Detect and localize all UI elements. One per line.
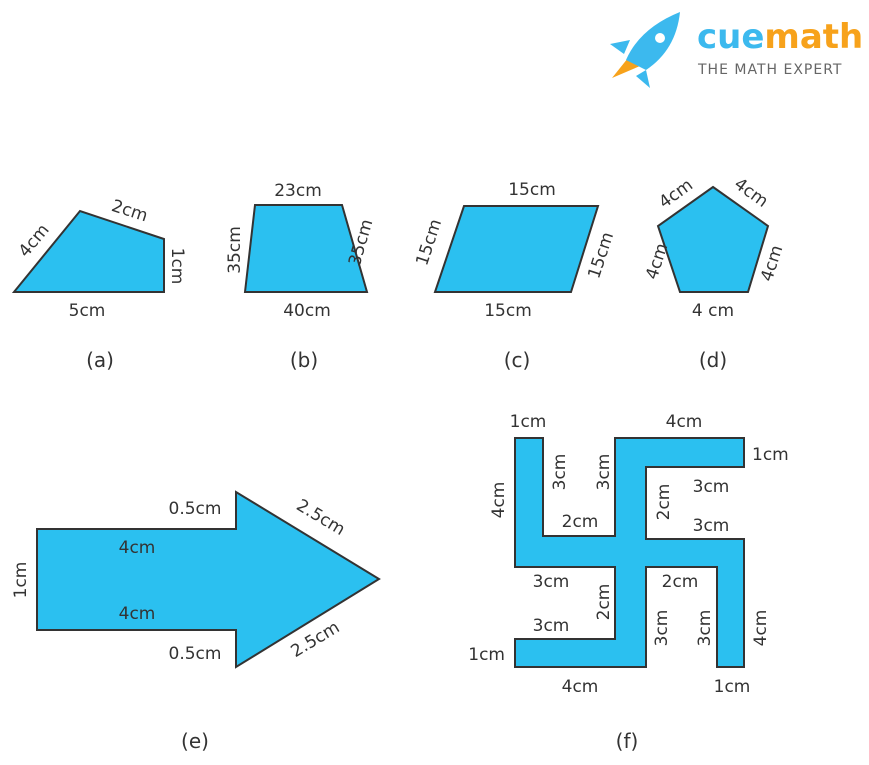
figure-d-shape bbox=[656, 185, 770, 293]
figure-c-shape bbox=[433, 205, 600, 293]
figure-e-shape bbox=[36, 490, 381, 669]
figure-b-label-bottom: 40cm bbox=[283, 301, 331, 321]
brand-cue: cue bbox=[697, 17, 764, 57]
brand-tagline: THE MATH EXPERT bbox=[697, 62, 842, 78]
svg-text:cuemath: cuemath bbox=[697, 17, 863, 57]
figure-f-label-3: 1cm bbox=[752, 445, 789, 465]
figure-f-caption: (f) bbox=[616, 729, 639, 753]
figure-f-label-2: 4cm bbox=[666, 412, 703, 432]
figure-e-label-shaft-bottom: 4cm bbox=[119, 604, 156, 624]
cuemath-logo: cuemath THE MATH EXPERT bbox=[610, 12, 863, 88]
figure-b-shape bbox=[243, 204, 369, 293]
figure-f-label-15: 3cm bbox=[652, 610, 672, 647]
figure-f-shape bbox=[514, 437, 745, 668]
figure-f: 1cm 4cm 1cm 4cm 3cm 3cm 3cm 2cm 2cm 3cm … bbox=[468, 412, 788, 753]
figure-f-label-1: 1cm bbox=[510, 412, 547, 432]
figure-c-caption: (c) bbox=[504, 348, 531, 372]
figure-d-caption: (d) bbox=[699, 348, 727, 372]
figure-f-label-9: 2cm bbox=[562, 512, 599, 532]
brand-math: math bbox=[764, 17, 863, 57]
figure-f-label-4: 4cm bbox=[489, 482, 509, 519]
figure-e-caption: (e) bbox=[181, 729, 209, 753]
figure-d-label-left: 4cm bbox=[642, 241, 672, 282]
figure-a-label-bottom: 5cm bbox=[69, 301, 106, 321]
figure-f-label-12: 2cm bbox=[662, 572, 699, 592]
figure-f-label-14: 3cm bbox=[533, 616, 570, 636]
figure-b-label-right: 35cm bbox=[345, 217, 377, 268]
figure-e-label-shaft-top: 4cm bbox=[119, 538, 156, 558]
figure-e-label-notch-bottom: 0.5cm bbox=[169, 644, 222, 664]
figure-c-label-right: 15cm bbox=[584, 230, 618, 281]
figure-b: 23cm 35cm 35cm 40cm (b) bbox=[225, 181, 377, 372]
figure-a-caption: (a) bbox=[86, 348, 114, 372]
figure-a-label-right: 1cm bbox=[167, 248, 187, 285]
figure-b-label-top: 23cm bbox=[274, 181, 322, 201]
figure-f-label-17: 3cm bbox=[695, 610, 715, 647]
figure-f-label-8: 2cm bbox=[654, 484, 674, 521]
figure-a-shape bbox=[11, 209, 165, 293]
figure-d-label-bottom: 4 cm bbox=[692, 301, 734, 321]
figure-f-label-10: 3cm bbox=[693, 516, 730, 536]
figure-f-label-19: 4cm bbox=[562, 677, 599, 697]
figure-e-label-notch-top: 0.5cm bbox=[169, 499, 222, 519]
figure-d: 4cm 4cm 4cm 4cm 4 cm (d) bbox=[642, 174, 787, 372]
figure-e-label-left: 1cm bbox=[11, 562, 31, 599]
figure-c-label-bottom: 15cm bbox=[484, 301, 532, 321]
figure-e: 0.5cm 2.5cm 4cm 1cm 4cm 0.5cm 2.5cm (e) bbox=[11, 490, 381, 753]
figure-b-label-left: 35cm bbox=[225, 226, 245, 274]
figure-c-label-top: 15cm bbox=[508, 180, 556, 200]
figure-c: 15cm 15cm 15cm 15cm (c) bbox=[412, 180, 618, 372]
figure-b-caption: (b) bbox=[290, 348, 318, 372]
figure-f-label-6: 3cm bbox=[594, 454, 614, 491]
figure-f-label-5: 3cm bbox=[550, 454, 570, 491]
figure-f-label-18: 4cm bbox=[751, 610, 771, 647]
figure-a: 4cm 2cm 1cm 5cm (a) bbox=[11, 196, 187, 372]
figure-f-label-11: 3cm bbox=[533, 572, 570, 592]
figure-c-label-left: 15cm bbox=[412, 217, 446, 268]
figure-f-label-16: 1cm bbox=[468, 645, 505, 665]
figure-f-label-13: 2cm bbox=[594, 584, 614, 621]
figure-f-label-7: 3cm bbox=[693, 477, 730, 497]
rocket-icon bbox=[610, 12, 680, 88]
figure-f-label-20: 1cm bbox=[714, 677, 751, 697]
